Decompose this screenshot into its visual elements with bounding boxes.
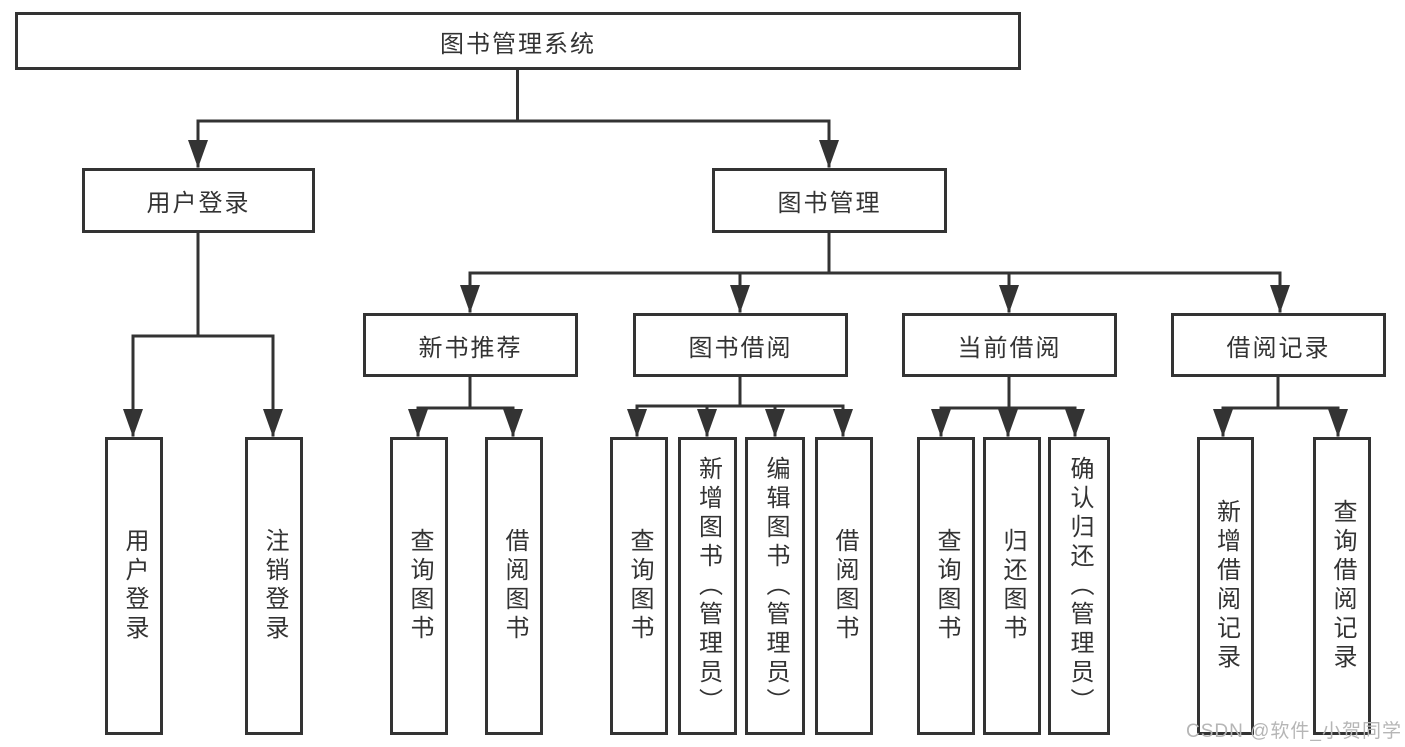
connectors-borrow-records [1213, 375, 1348, 437]
node-root-label: 图书管理系统 [440, 30, 596, 58]
leaf-current-return-books-label: 归还图书 [999, 528, 1026, 644]
leaf-borrow-edit-books: 编辑图书（管理员） [745, 437, 805, 735]
node-borrow-records: 借阅记录 [1171, 313, 1386, 377]
connectors-user-login [123, 230, 283, 437]
csdn-watermark: CSDN @软件_小贺同学 [1186, 721, 1402, 742]
leaf-logout-label: 注销登录 [261, 528, 288, 644]
leaf-current-confirm-return: 确认归还（管理员） [1048, 437, 1110, 735]
leaf-user-login-label: 用户登录 [121, 528, 148, 644]
node-book-borrow: 图书借阅 [633, 313, 848, 377]
leaf-current-query-books-label: 查询图书 [933, 528, 960, 644]
leaf-records-query-label: 查询借阅记录 [1329, 499, 1356, 673]
node-new-book-rec-label: 新书推荐 [418, 334, 523, 362]
leaf-borrow-query-books: 查询图书 [610, 437, 668, 735]
node-book-mgmt: 图书管理 [712, 168, 947, 233]
leaf-borrow-add-books: 新增图书（管理员） [678, 437, 737, 735]
leaf-rec-borrow-books: 借阅图书 [485, 437, 543, 735]
connectors-book-borrow [627, 375, 853, 437]
leaf-current-return-books: 归还图书 [983, 437, 1041, 735]
leaf-user-login: 用户登录 [105, 437, 163, 735]
leaf-borrow-query-books-label: 查询图书 [626, 528, 653, 644]
leaf-borrow-borrow-books-label: 借阅图书 [831, 528, 858, 644]
node-borrow-records-label: 借阅记录 [1226, 334, 1331, 362]
leaf-borrow-borrow-books: 借阅图书 [815, 437, 873, 735]
node-current-borrow-label: 当前借阅 [957, 334, 1062, 362]
connectors-book-mgmt [460, 230, 1290, 313]
node-user-login-label: 用户登录 [146, 190, 251, 217]
leaf-borrow-add-books-label: 新增图书（管理员） [694, 455, 722, 717]
leaf-records-query: 查询借阅记录 [1313, 437, 1371, 735]
leaf-borrow-edit-books-label: 编辑图书（管理员） [762, 455, 789, 717]
node-root: 图书管理系统 [15, 12, 1021, 70]
leaf-rec-borrow-books-label: 借阅图书 [501, 528, 528, 644]
leaf-records-add-label: 新增借阅记录 [1212, 499, 1240, 673]
connectors-current-borrow [931, 375, 1085, 437]
connectors-new-book-rec [408, 375, 523, 437]
leaf-current-confirm-return-label: 确认归还（管理员） [1066, 455, 1093, 717]
node-new-book-rec: 新书推荐 [363, 313, 578, 377]
leaf-current-query-books: 查询图书 [917, 437, 975, 735]
leaf-rec-query-books: 查询图书 [390, 437, 448, 735]
leaf-records-add: 新增借阅记录 [1197, 437, 1254, 735]
node-user-login: 用户登录 [82, 168, 315, 233]
node-current-borrow: 当前借阅 [902, 313, 1117, 377]
leaf-rec-query-books-label: 查询图书 [406, 528, 433, 644]
node-book-mgmt-label: 图书管理 [777, 190, 882, 217]
leaf-logout: 注销登录 [245, 437, 303, 735]
connectors-root-level [188, 68, 839, 168]
node-book-borrow-label: 图书借阅 [688, 334, 793, 362]
